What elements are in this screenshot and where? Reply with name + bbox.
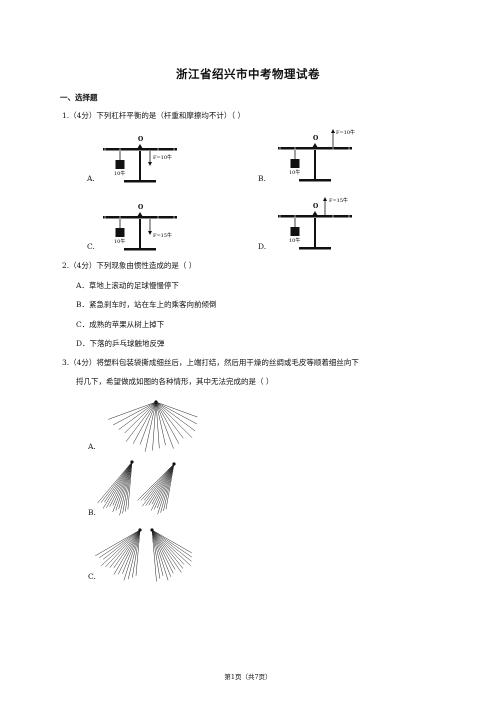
strands-figure-b bbox=[97, 460, 176, 516]
lever-figure-b: O 10牛 F=10牛 bbox=[278, 129, 355, 182]
force-label: F=10牛 bbox=[153, 154, 172, 161]
pivot-label: O bbox=[313, 203, 318, 210]
q1-option-a-letter: A. bbox=[87, 174, 95, 183]
q3-option-c-letter: C. bbox=[88, 572, 96, 581]
q3-option-b-letter: B. bbox=[88, 508, 96, 517]
q1-option-d-letter: D. bbox=[258, 242, 267, 251]
q3-option-a-letter: A. bbox=[88, 442, 96, 451]
lever-figure-c: O 10牛 F=15牛 bbox=[103, 204, 177, 251]
strands-figure-c bbox=[95, 528, 193, 582]
strand-bundle-right bbox=[150, 528, 193, 582]
page-title: 浙江省绍兴市中考物理试卷 bbox=[176, 67, 320, 81]
pivot-label: O bbox=[138, 136, 143, 143]
strand-bundle bbox=[108, 400, 198, 452]
q1-option-b-letter: B. bbox=[258, 174, 266, 183]
weight-label: 10牛 bbox=[114, 238, 125, 245]
page-footer: 第1页（共7页） bbox=[224, 673, 272, 681]
strand-bundle-left bbox=[95, 528, 142, 581]
strands-figure-a bbox=[108, 400, 198, 452]
lever-figure-a: O 10牛 F=10牛 bbox=[103, 136, 177, 183]
q3-stem-line2: 捋几下，希望做成如图的各种情形，其中无法完成的是（ ） bbox=[76, 377, 274, 386]
q2-stem: 2.（4分）下列现象由惯性造成的是（ ） bbox=[62, 261, 197, 270]
section-heading: 一、选择题 bbox=[60, 93, 98, 102]
q1-stem: 1.（4分）下列杠杆平衡的是（杆重和摩擦均不计）（ ） bbox=[62, 111, 246, 120]
pivot-label: O bbox=[313, 135, 318, 142]
q2-option-a: A．草地上滚动的足球慢慢停下 bbox=[76, 281, 179, 290]
q2-option-c: C．成熟的苹果从树上掉下 bbox=[76, 320, 165, 329]
weight-label: 10牛 bbox=[289, 169, 300, 176]
force-label: F=10牛 bbox=[336, 129, 355, 136]
q2-option-d: D．下落的乒乓球触地反弹 bbox=[76, 339, 165, 348]
force-label: F=15牛 bbox=[329, 197, 348, 204]
pivot-label: O bbox=[138, 204, 143, 211]
weight-label: 10牛 bbox=[114, 170, 125, 177]
q3-stem-line1: 3.（4分）将塑料包装袋撕成细丝后，上端打结，然后用干燥的丝绸或毛皮等顺着细丝向… bbox=[62, 358, 359, 367]
weight-label: 10牛 bbox=[289, 237, 300, 244]
strand-bundle-left bbox=[97, 460, 134, 516]
lever-figure-d: O 10牛 F=15牛 bbox=[278, 197, 352, 250]
force-label: F=15牛 bbox=[153, 232, 172, 239]
q2-option-b: B．紧急刹车时，站在车上的乘客向前倾倒 bbox=[76, 300, 217, 309]
q1-option-c-letter: C. bbox=[87, 242, 95, 251]
strand-bundle-right bbox=[137, 462, 176, 515]
